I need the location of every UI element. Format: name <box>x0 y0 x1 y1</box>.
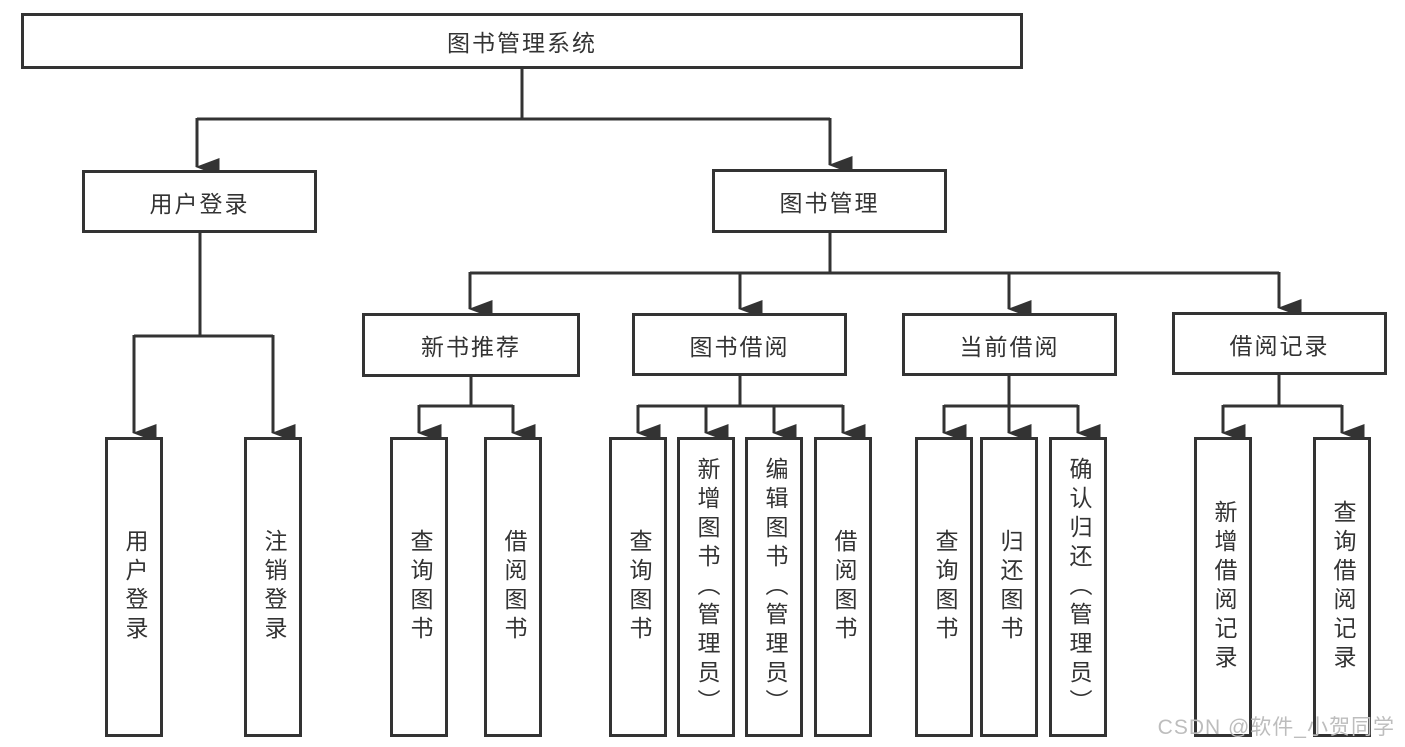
leaf-current-return-books: 归还图书 <box>980 437 1038 737</box>
leaf-borrow-borrow-books: 借阅图书 <box>814 437 872 737</box>
leaf-borrow-add-books-admin: 新增图书（管理员） <box>677 437 735 737</box>
node-borrow-record: 借阅记录 <box>1172 312 1387 375</box>
node-label: 编辑图书（管理员） <box>761 456 788 718</box>
node-label: 图书管理系统 <box>447 30 597 56</box>
node-label: 图书借阅 <box>689 333 790 360</box>
node-label: 用户登录 <box>149 190 250 217</box>
leaf-borrow-edit-books-admin: 编辑图书（管理员） <box>745 437 803 737</box>
node-label: 图书管理 <box>779 190 880 216</box>
node-label: 查询图书 <box>625 529 652 645</box>
node-label: 查询图书 <box>931 529 958 645</box>
node-label: 确认归还（管理员） <box>1065 456 1092 718</box>
leaf-current-confirm-return-admin: 确认归还（管理员） <box>1049 437 1107 737</box>
node-label: 借阅图书 <box>500 529 527 645</box>
node-label: 新书推荐 <box>421 334 521 360</box>
leaf-user-login: 用户登录 <box>105 437 163 737</box>
leaf-record-query-borrow-record: 查询借阅记录 <box>1313 437 1371 737</box>
leaf-current-query-books: 查询图书 <box>915 437 973 737</box>
node-current-borrow: 当前借阅 <box>902 313 1117 376</box>
leaf-newbook-query-books: 查询图书 <box>390 437 448 737</box>
node-label: 用户登录 <box>121 529 148 645</box>
node-label: 当前借阅 <box>959 333 1060 360</box>
node-book-borrow: 图书借阅 <box>632 313 847 376</box>
node-label: 查询图书 <box>406 529 433 645</box>
node-label: 借阅记录 <box>1229 332 1330 359</box>
node-label: 归还图书 <box>996 529 1023 645</box>
node-label: 借阅图书 <box>830 529 857 645</box>
node-book-management-branch: 图书管理 <box>712 169 947 233</box>
csdn-watermark: CSDN @软件_小贺同学 <box>1157 716 1395 739</box>
leaf-borrow-query-books: 查询图书 <box>609 437 667 737</box>
node-label: 注销登录 <box>260 529 287 645</box>
node-label: 查询借阅记录 <box>1329 500 1356 674</box>
node-root-system: 图书管理系统 <box>21 13 1023 69</box>
leaf-logout: 注销登录 <box>244 437 302 737</box>
node-label: 新增图书（管理员） <box>693 456 720 718</box>
leaf-record-add-borrow-record: 新增借阅记录 <box>1194 437 1252 737</box>
leaf-newbook-borrow-books: 借阅图书 <box>484 437 542 737</box>
node-new-book-recommend: 新书推荐 <box>362 313 580 377</box>
node-user-login-branch: 用户登录 <box>82 170 317 233</box>
node-label: 新增借阅记录 <box>1210 500 1237 674</box>
